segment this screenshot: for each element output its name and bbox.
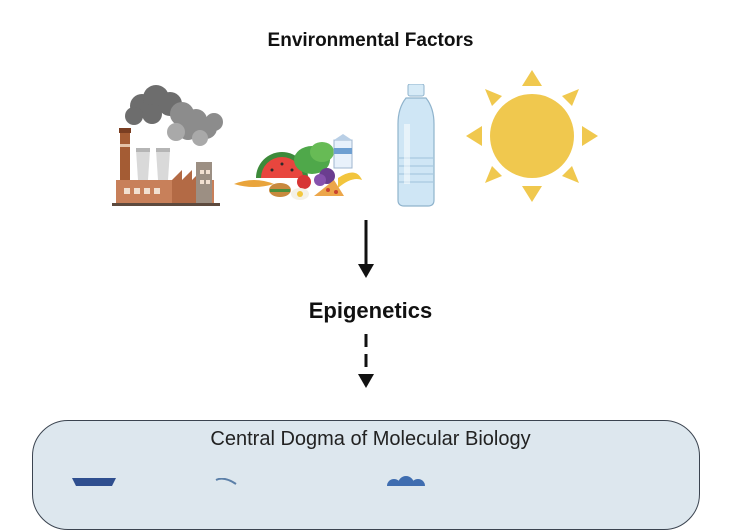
dashed-arrow <box>358 334 374 388</box>
diagram-title: Environmental Factors <box>267 30 474 51</box>
dna-icon <box>72 478 116 486</box>
food-icon <box>234 134 362 200</box>
epigenetics-label: Epigenetics <box>308 298 433 323</box>
sun-icon <box>466 70 598 202</box>
central-dogma-title: Central Dogma of Molecular Biology <box>210 428 531 450</box>
rna-icon <box>215 478 237 485</box>
water-bottle-icon <box>397 84 435 207</box>
protein-icon <box>387 476 425 486</box>
solid-arrow <box>358 220 374 278</box>
factory-icon <box>112 85 223 206</box>
